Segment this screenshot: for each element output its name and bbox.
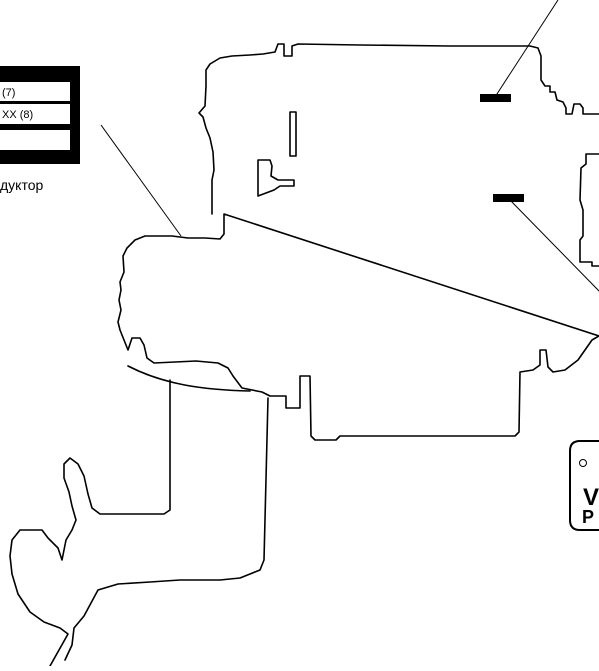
badge-frame bbox=[569, 440, 599, 531]
volvo-penta-badge: V P bbox=[569, 440, 599, 531]
leader-line-right bbox=[508, 198, 599, 292]
label-plate-row-2-text: XX (8) bbox=[2, 109, 33, 121]
label-plate-row-3 bbox=[0, 130, 70, 150]
oil-sump-arc bbox=[127, 365, 251, 392]
engine-body-outline bbox=[198, 43, 599, 215]
drive-leg-outline bbox=[9, 379, 171, 667]
engine-outline bbox=[117, 43, 599, 441]
engine-vertical-slot bbox=[289, 111, 297, 157]
leader-line-top bbox=[494, 0, 559, 98]
badge-letter-bottom: P bbox=[582, 507, 594, 527]
engine-label-tag-right bbox=[493, 194, 524, 202]
label-plate-row-1-text: (7) bbox=[2, 87, 15, 99]
label-plate-row-1 bbox=[0, 82, 70, 101]
label-plate-row-2 bbox=[0, 104, 70, 124]
badge-letter-top: V bbox=[583, 484, 599, 511]
engine-bracket-detail bbox=[257, 159, 295, 197]
engine-right-notch bbox=[579, 153, 599, 267]
leader-lines bbox=[100, 0, 599, 292]
engine-label-tag-top bbox=[480, 94, 511, 102]
caption-label: дуктор bbox=[0, 177, 43, 193]
drive-leg bbox=[9, 379, 269, 667]
label-plate: (7) XX (8) bbox=[0, 66, 80, 164]
badge-hole-icon bbox=[579, 459, 587, 467]
leader-line-plate bbox=[100, 124, 182, 237]
drive-leg-lower-outline bbox=[64, 397, 269, 661]
engine-bottom-outline bbox=[117, 213, 599, 441]
